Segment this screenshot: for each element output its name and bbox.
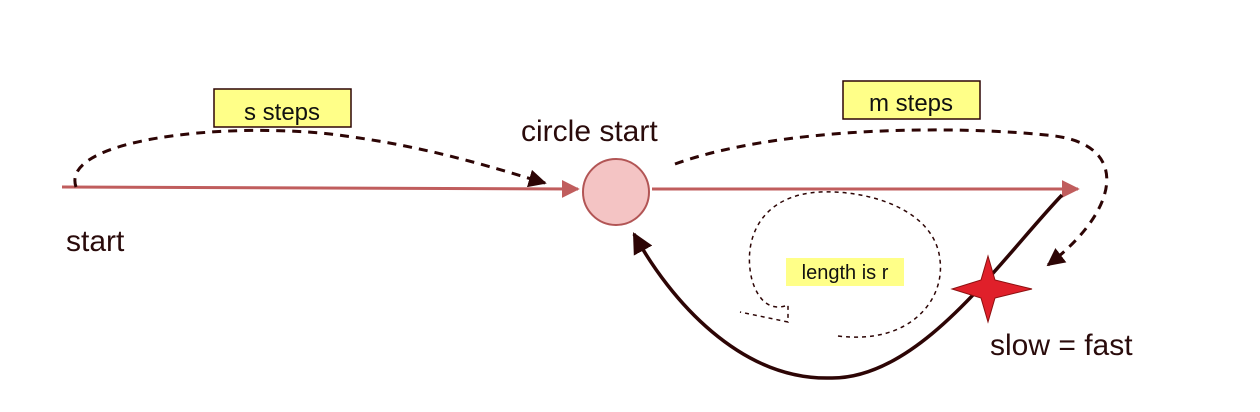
- m-steps-label: m steps: [869, 90, 953, 117]
- length-is-r-highlight: [786, 258, 904, 286]
- m-steps-dashed-arc: [674, 128, 1109, 267]
- s-steps-dashed-arc: [73, 128, 547, 188]
- m-steps-box: [842, 80, 981, 120]
- circle-start-label: circle start: [521, 115, 658, 148]
- meeting-point-star-icon: [950, 254, 1033, 324]
- s-steps-box: [213, 88, 352, 128]
- slow-equals-fast-label: slow = fast: [990, 329, 1133, 362]
- loop-back-curve: [632, 193, 1064, 380]
- length-is-r-label: length is r: [802, 262, 889, 284]
- circle-start-node: [582, 158, 650, 226]
- s-steps-label: s steps: [244, 99, 320, 126]
- start-label: start: [66, 225, 125, 258]
- start-to-circle-line: [61, 179, 580, 198]
